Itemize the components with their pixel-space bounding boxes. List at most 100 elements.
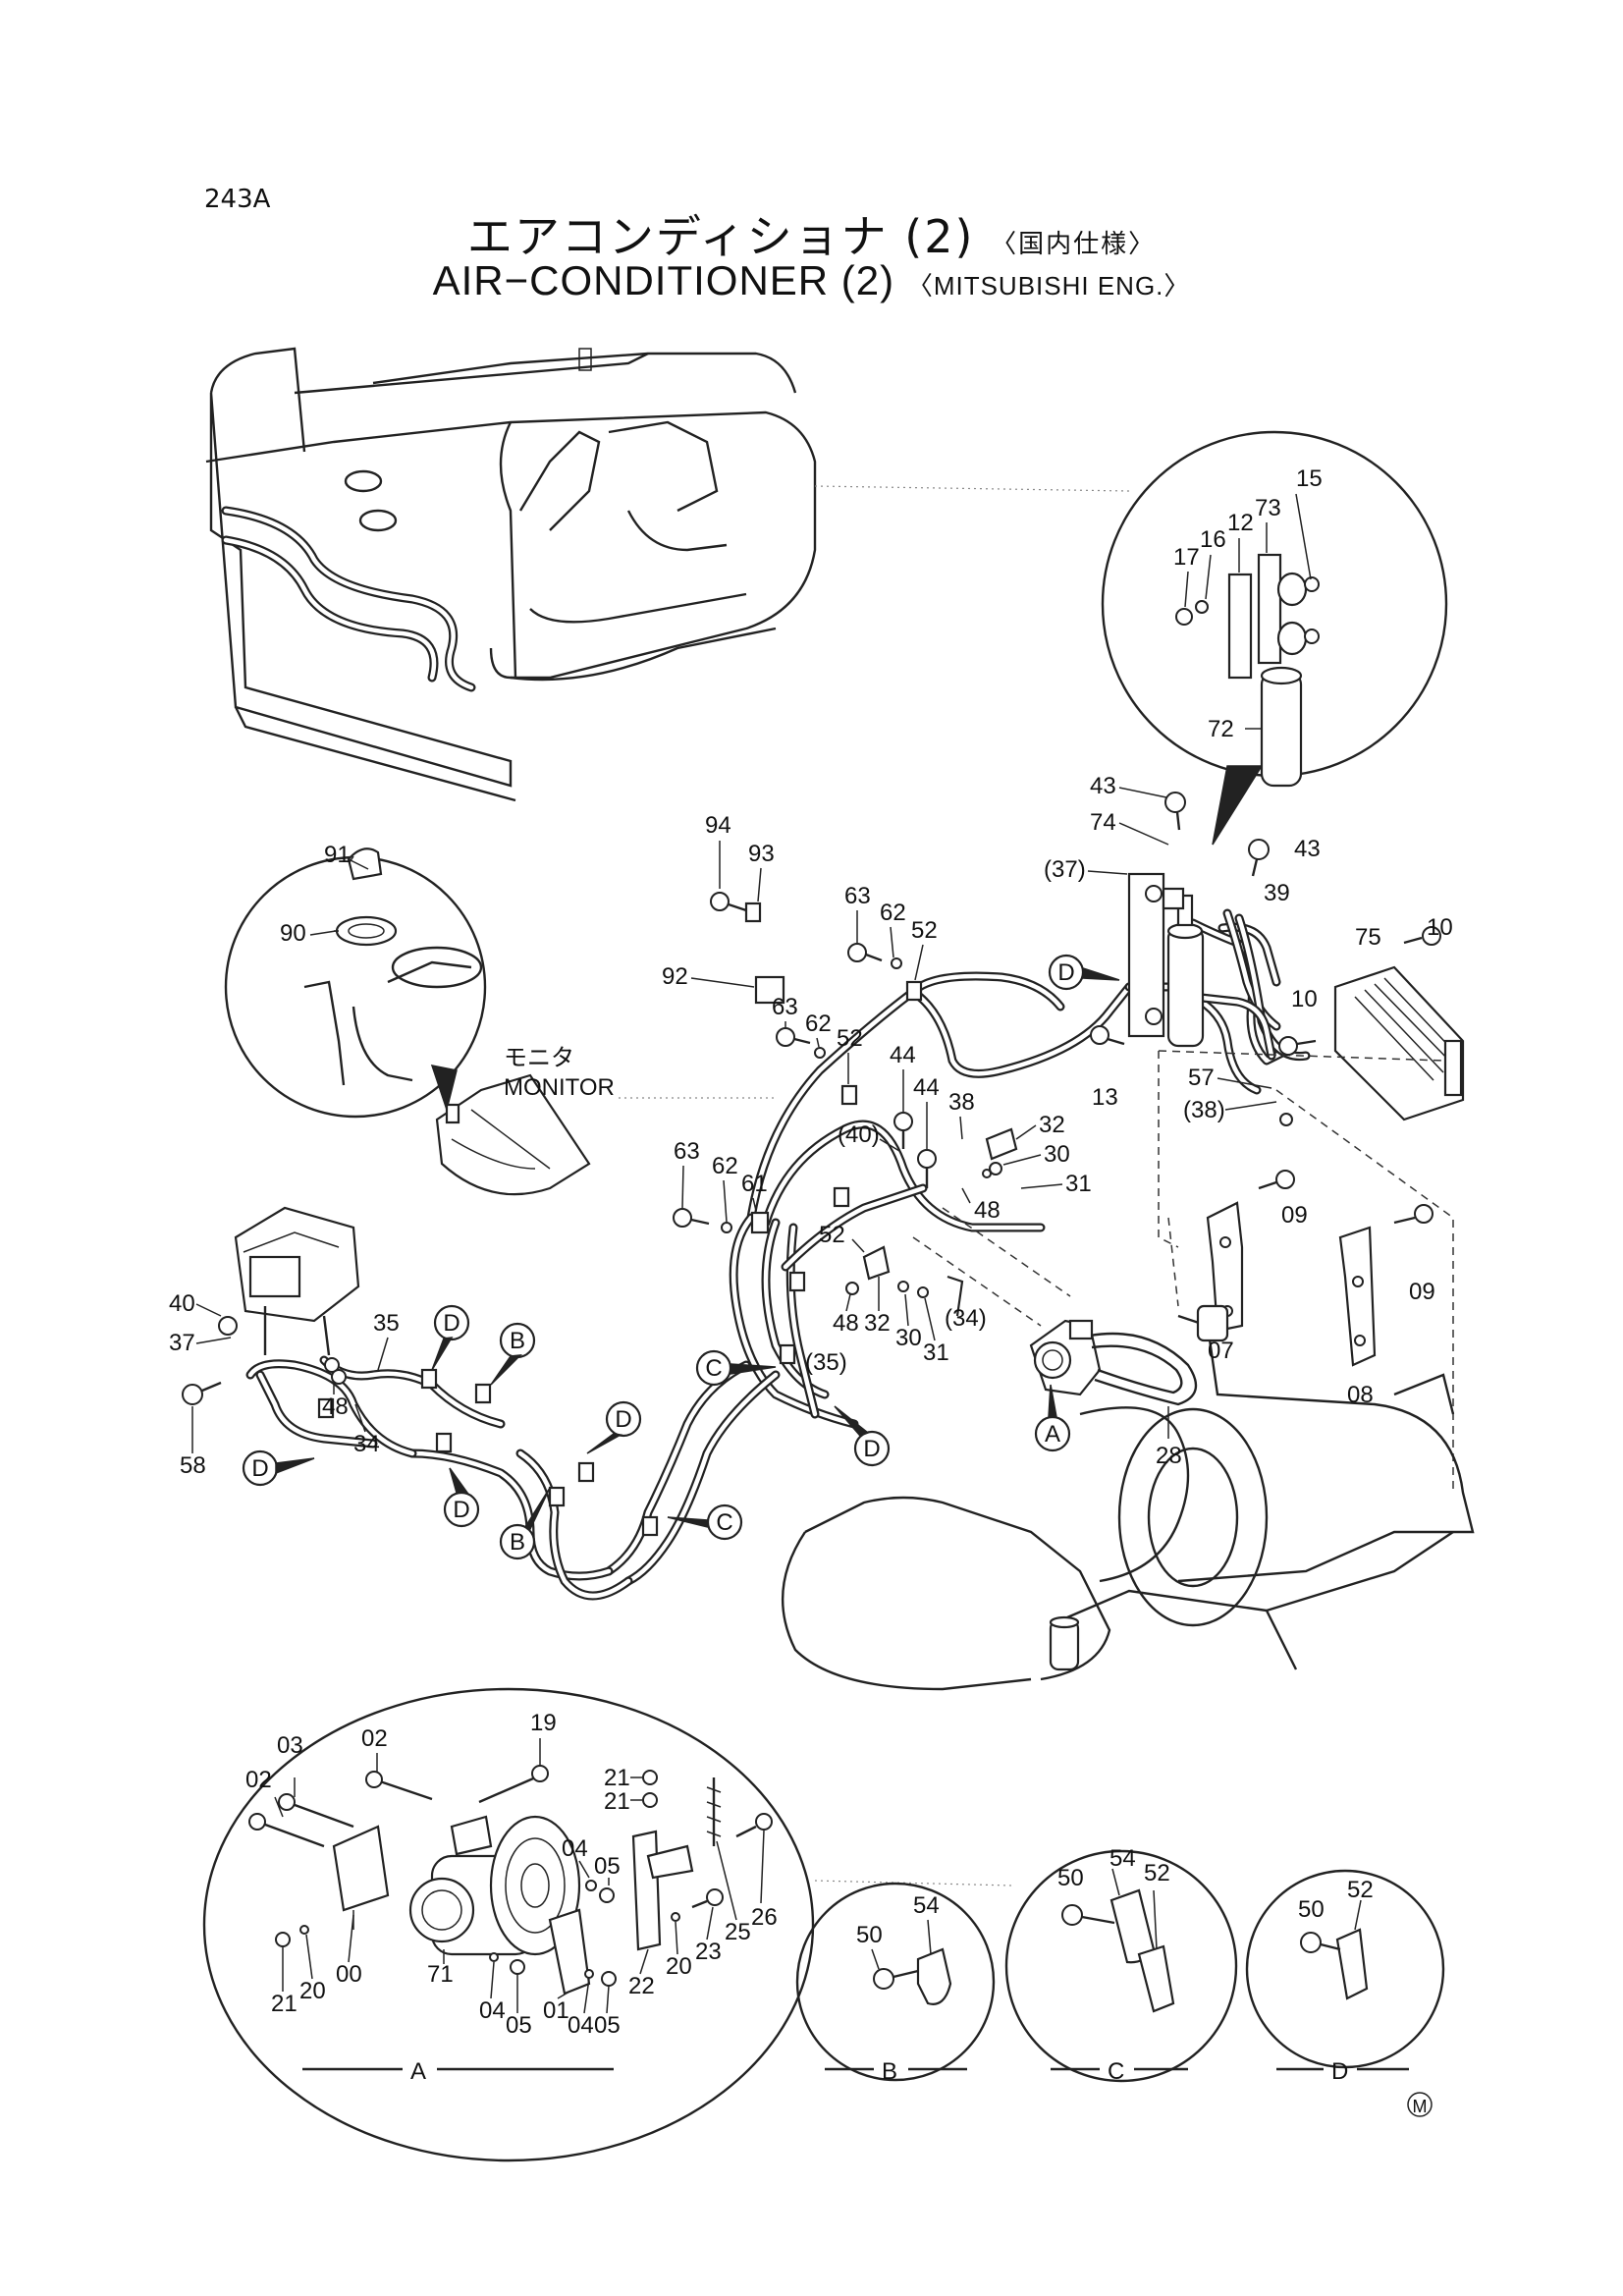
- part-label: 09: [1409, 1279, 1435, 1305]
- part-label: 05: [594, 1853, 621, 1880]
- part-label: 23: [695, 1939, 722, 1965]
- part-label: 38: [948, 1089, 975, 1116]
- part-label: (40): [838, 1121, 880, 1148]
- monitor-detail-circle: [224, 847, 487, 1119]
- tag-c-2: C: [667, 1503, 743, 1541]
- part-label: 52: [819, 1222, 845, 1248]
- part-label: 48: [322, 1394, 349, 1420]
- tag-d-3: D: [586, 1400, 642, 1454]
- part-label: 32: [864, 1310, 891, 1337]
- part-label: 13: [1092, 1084, 1118, 1111]
- nut-05b: [510, 1959, 525, 1975]
- detail-label-b: B: [882, 2058, 897, 2085]
- part-label: 21: [271, 1991, 298, 2017]
- washer-04c: [584, 1969, 594, 1979]
- part-label: 32: [1039, 1112, 1065, 1138]
- tag-d-1: D: [1048, 954, 1120, 991]
- band-73: [1257, 553, 1282, 665]
- leader-line: [814, 485, 1130, 492]
- svg-text:C: C: [716, 1509, 732, 1536]
- part-label: 54: [1109, 1845, 1136, 1872]
- nut-21b: [642, 1792, 658, 1808]
- part-label: 75: [1355, 924, 1381, 951]
- bolt-02a: [248, 1813, 325, 1848]
- tag-d-5: D: [443, 1467, 480, 1528]
- svg-text:C: C: [705, 1355, 722, 1382]
- part-label: 54: [913, 1892, 940, 1919]
- title-english: AIR−CONDITIONER (2) 〈MITSUBISHI ENG.〉: [0, 257, 1623, 304]
- part-label: 09: [1281, 1202, 1308, 1229]
- part-label: 05: [594, 2012, 621, 2039]
- part-label: 72: [1208, 716, 1234, 742]
- part-label: 30: [1044, 1141, 1070, 1168]
- part-label: 44: [890, 1042, 916, 1068]
- bolt-50: [1061, 1904, 1083, 1926]
- receiver-tank: [1166, 926, 1205, 1048]
- part-labels: 15 73 12 16 17 72 43 74 (37) 43 39 75 10…: [169, 465, 1453, 2085]
- part-label: 58: [180, 1452, 206, 1479]
- washer-16: [1195, 600, 1209, 614]
- part-label: (34): [945, 1305, 987, 1332]
- part-label: 34: [353, 1431, 380, 1457]
- tag-d-2: D: [431, 1304, 470, 1371]
- detail-d: [1245, 1869, 1445, 2069]
- bolts: [182, 792, 1441, 1405]
- part-label: 07: [1208, 1338, 1234, 1364]
- part-label: 63: [772, 994, 798, 1020]
- part-label: 94: [705, 812, 731, 839]
- detail-b: [795, 1882, 996, 2082]
- detail-label-a: A: [410, 2058, 426, 2085]
- title-en-main: AIR−CONDITIONER (2): [432, 257, 895, 303]
- svg-text:D: D: [251, 1455, 268, 1482]
- svg-text:D: D: [863, 1436, 880, 1462]
- part-label: 61: [741, 1171, 768, 1197]
- receiver-bracket-assy: [1127, 872, 1205, 1048]
- tag-b-1: B: [490, 1322, 536, 1386]
- part-label: 52: [911, 917, 938, 944]
- nut-21a: [642, 1770, 658, 1785]
- svg-text:D: D: [615, 1406, 631, 1433]
- washer-04b: [489, 1952, 499, 1962]
- part-label: 52: [1347, 1877, 1374, 1903]
- part-label: 63: [674, 1138, 700, 1165]
- part-label: 31: [1065, 1171, 1092, 1197]
- part-label: 62: [880, 900, 906, 926]
- part-label: 71: [427, 1961, 454, 1988]
- part-label: 20: [299, 1978, 326, 2004]
- monitor-label-en: MONITOR: [504, 1074, 615, 1101]
- part-label: 08: [1347, 1382, 1374, 1408]
- part-label: 44: [913, 1074, 940, 1101]
- nut-05a: [599, 1887, 615, 1903]
- bolt-23: [691, 1888, 724, 1909]
- tag-d-4: D: [242, 1449, 315, 1487]
- part-label: 74: [1090, 809, 1116, 836]
- tag-b-2: B: [499, 1487, 551, 1560]
- svg-text:D: D: [1057, 959, 1074, 986]
- clip-92: [754, 975, 785, 1005]
- pointer-arrow: [1212, 765, 1264, 846]
- bracket-52: [1335, 1928, 1369, 2000]
- part-label: 19: [530, 1710, 557, 1736]
- part-label: 21: [604, 1788, 630, 1815]
- nut-05c: [601, 1971, 617, 1987]
- part-label: 93: [748, 841, 775, 867]
- part-label: 16: [1200, 526, 1226, 553]
- tag-a-1: A: [1034, 1384, 1071, 1452]
- condenser-75: [1333, 965, 1465, 1121]
- part-label: 52: [1144, 1860, 1170, 1886]
- title-japanese: エアコンディショナ (2) 〈国内仕様〉: [0, 201, 1623, 266]
- engine-outline: [781, 1304, 1475, 1691]
- part-label: 62: [805, 1011, 832, 1037]
- bolt-50: [873, 1968, 894, 1990]
- tag-d-6: D: [834, 1405, 891, 1467]
- part-label: 73: [1255, 495, 1281, 521]
- bracket-52: [1137, 1944, 1175, 2013]
- nut-21c: [275, 1932, 291, 1947]
- part-label: 00: [336, 1961, 362, 1988]
- part-label: 04: [479, 1997, 506, 2024]
- washer-20a: [671, 1912, 680, 1922]
- bolt-02b: [365, 1771, 433, 1801]
- part-label: 39: [1264, 880, 1290, 906]
- part-label: 25: [725, 1919, 751, 1945]
- part-label: 40: [169, 1290, 195, 1317]
